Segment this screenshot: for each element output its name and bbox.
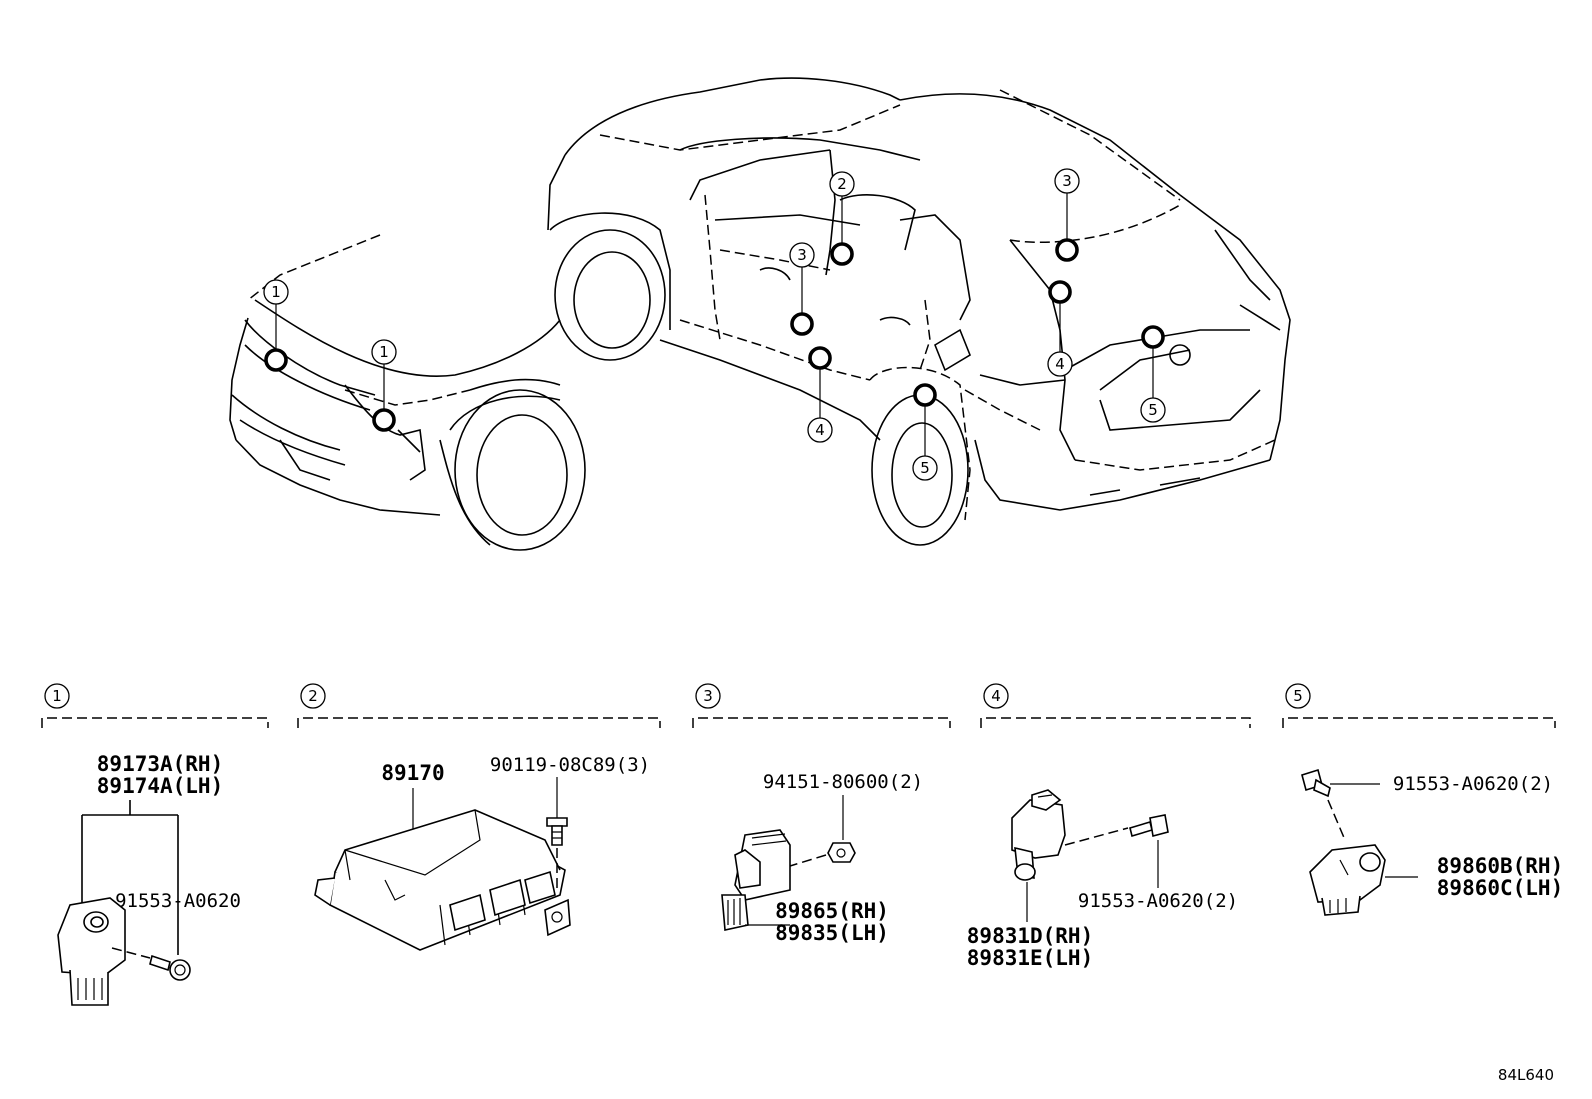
part-number-label: 89831E(LH) <box>967 946 1093 970</box>
sensor-location-ring <box>264 348 288 372</box>
section-marker-text: 1 <box>52 687 62 705</box>
nut-part <box>789 842 856 867</box>
bolt-part <box>1301 768 1346 841</box>
location-callout <box>1140 397 1166 423</box>
part-number-label: 89831D(RH) <box>967 924 1093 948</box>
section-marker <box>44 683 70 709</box>
front-airbag-sensor-part <box>57 897 126 1006</box>
section-bracket <box>297 717 661 728</box>
part-number-label: 91553-A0620(2) <box>1078 890 1238 912</box>
section-marker <box>983 683 1009 709</box>
sensor-location-ring <box>1141 325 1165 349</box>
location-callout <box>1054 168 1080 194</box>
part-number-label: 91553-A0620 <box>115 890 241 912</box>
sensor-location-ring <box>1048 280 1072 304</box>
part-number-label: 94151-80600(2) <box>763 771 923 793</box>
location-callout-text: 2 <box>837 175 847 193</box>
section-marker <box>300 683 326 709</box>
location-markers: 1 1 2 3 3 4 4 5 <box>263 168 1166 481</box>
location-callout <box>807 417 833 443</box>
section-1: 1 89173A(RH) 89174A(LH) 91553-A0620 <box>41 683 269 1006</box>
sensor-location-ring <box>790 312 814 336</box>
location-callout <box>789 242 815 268</box>
airbag-sensor-assembly-part <box>314 809 571 951</box>
location-callout <box>263 279 289 305</box>
part-number-label: 89860C(LH) <box>1437 876 1563 900</box>
part-number-label: 89173A(RH) <box>97 752 223 776</box>
location-callout-text: 3 <box>797 246 807 264</box>
location-callout <box>829 171 855 197</box>
section-bracket <box>980 717 1251 728</box>
section-marker-text: 4 <box>991 687 1001 705</box>
part-number-label: 89860B(RH) <box>1437 854 1563 878</box>
rear-vehicle-view <box>547 77 1291 546</box>
location-callout-text: 1 <box>271 283 281 301</box>
part-number-label: 89835(LH) <box>775 921 889 945</box>
sensor-location-ring <box>808 346 832 370</box>
location-callout <box>371 339 397 365</box>
part-number-label: 90119-08C89(3) <box>490 754 650 776</box>
part-number-label: 89170 <box>381 761 444 785</box>
screw-part <box>546 817 568 890</box>
location-callout-text: 1 <box>379 343 389 361</box>
part-number-label: 89865(RH) <box>775 899 889 923</box>
section-2: 2 89170 90119-08C89(3) <box>297 683 661 951</box>
sensor-location-ring <box>830 242 854 266</box>
section-4: 4 91553-A0620(2) 89831D(RH) 89831E(LH) <box>967 683 1251 970</box>
section-bracket <box>1282 717 1556 728</box>
front-vehicle-view <box>229 234 586 551</box>
section-3: 3 94151-80600(2) 89865(RH) 89835(LH) <box>692 683 951 945</box>
location-callout-text: 3 <box>1062 172 1072 190</box>
sensor-location-ring <box>913 383 937 407</box>
section-5: 5 91553-A0620(2) 89860B(RH) 89860C(LH) <box>1282 683 1563 916</box>
location-callout-text: 4 <box>1055 355 1065 373</box>
sensor-location-ring <box>1055 238 1079 262</box>
section-marker-text: 5 <box>1293 687 1303 705</box>
rear-side-airbag-sensor-part <box>1011 789 1066 881</box>
location-callout-text: 4 <box>815 421 825 439</box>
location-callout <box>912 455 938 481</box>
location-callout <box>1047 351 1073 377</box>
section-marker-text: 3 <box>703 687 713 705</box>
rear-airbag-sensor-part <box>1309 844 1386 916</box>
section-marker-text: 2 <box>308 687 318 705</box>
bolt-part <box>1064 814 1169 846</box>
section-bracket <box>41 717 269 728</box>
section-marker <box>1285 683 1311 709</box>
part-number-label: 91553-A0620(2) <box>1393 773 1553 795</box>
section-bracket <box>692 717 951 728</box>
location-callout-text: 5 <box>1148 401 1158 419</box>
bolt-part <box>111 947 191 981</box>
sensor-location-ring <box>372 408 396 432</box>
section-marker <box>695 683 721 709</box>
part-number-label: 89174A(LH) <box>97 774 223 798</box>
location-callout-text: 5 <box>920 459 930 477</box>
diagram-code: 84L640 <box>1498 1066 1554 1084</box>
